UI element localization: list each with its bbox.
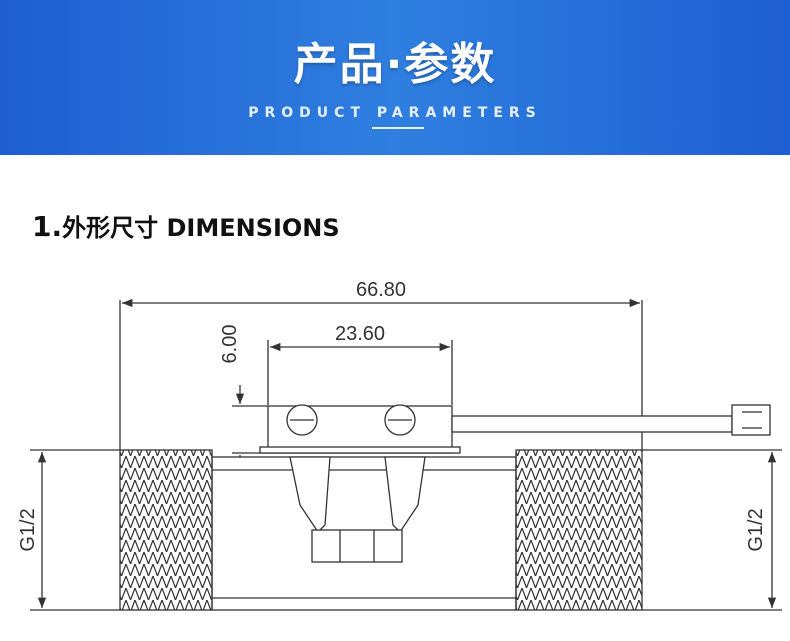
- middle-block: [311, 529, 403, 563]
- section-heading: 1.外形尺寸 DIMENSIONS: [32, 208, 340, 243]
- banner-subtitle: PRODUCT PARAMETERS: [248, 105, 542, 121]
- overall-length-label: 66.80: [356, 279, 406, 301]
- section-title: 外形尺寸 DIMENSIONS: [62, 214, 340, 242]
- sensor-base-plate: [259, 446, 461, 454]
- header-banner: 产品·参数 PRODUCT PARAMETERS: [0, 0, 790, 155]
- left-thread-label: G1/2: [17, 508, 39, 551]
- left-fin: [289, 456, 331, 534]
- connector: [731, 404, 771, 436]
- right-thread-label: G1/2: [745, 508, 767, 551]
- cable: [451, 415, 733, 433]
- right-thread: [515, 449, 643, 611]
- section-number: 1.: [32, 210, 63, 243]
- banner-underline: [372, 127, 424, 129]
- right-fin: [384, 456, 426, 534]
- left-thread: [119, 449, 213, 611]
- sensor-height-label: 6.00: [219, 325, 241, 364]
- sensor-width-label: 23.60: [335, 323, 385, 345]
- banner-title: 产品·参数: [293, 39, 497, 90]
